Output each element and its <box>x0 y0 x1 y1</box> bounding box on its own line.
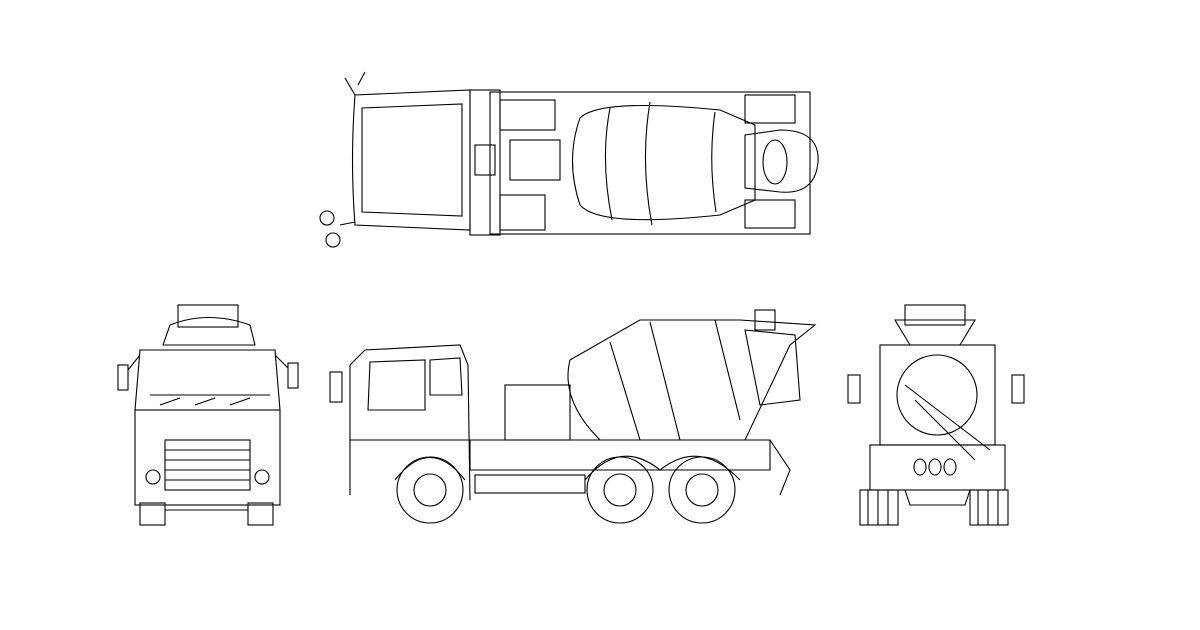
top-view <box>319 71 819 248</box>
front-view <box>117 304 299 526</box>
side-view <box>329 309 817 524</box>
rear-view <box>847 304 1025 526</box>
